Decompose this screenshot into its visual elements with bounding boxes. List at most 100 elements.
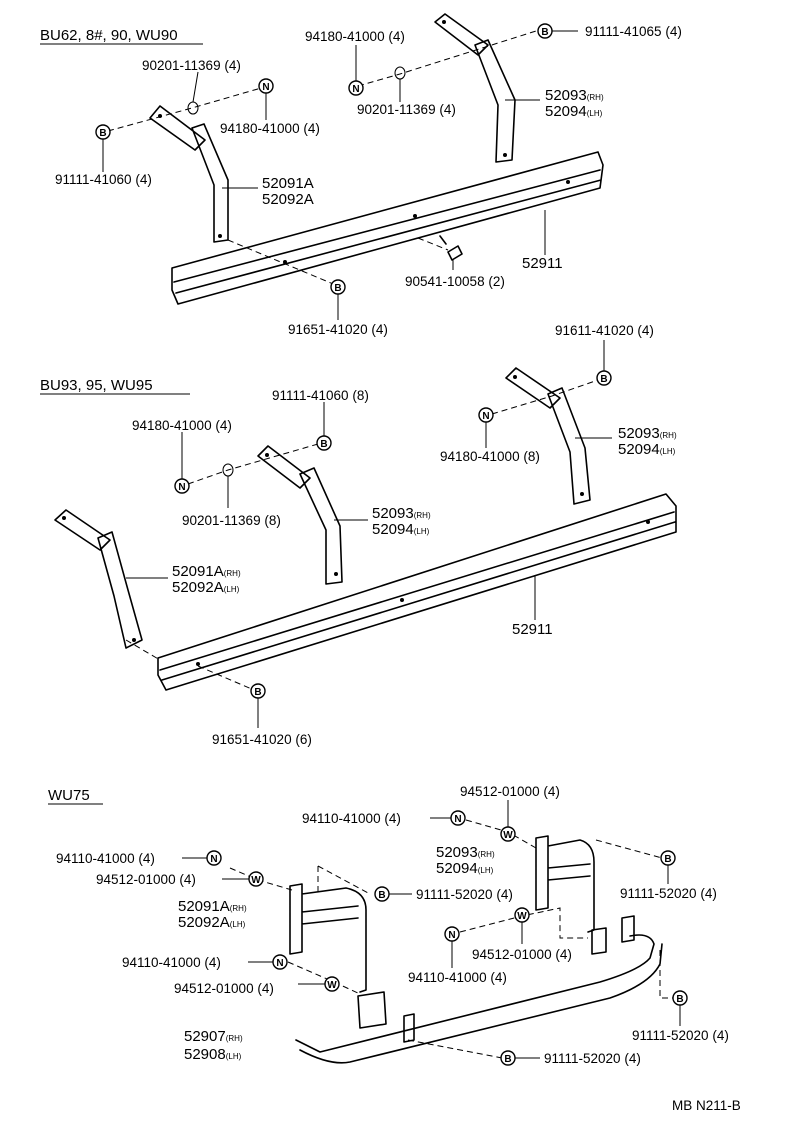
- svg-text:B: B: [254, 687, 261, 698]
- nut-symbol: N: [206, 850, 222, 866]
- dash-line: [287, 961, 361, 995]
- nut-symbol: N: [272, 954, 288, 970]
- bracket-hole: [334, 572, 338, 576]
- bolt-symbol: B: [374, 886, 390, 902]
- part-label: 52091A(RH): [178, 898, 247, 915]
- part-label: 91111-52020 (4): [632, 1028, 729, 1043]
- bolt-symbol: B: [660, 850, 676, 866]
- small-bolt: [439, 235, 463, 261]
- svg-text:B: B: [676, 994, 683, 1005]
- dash-line: [595, 839, 663, 859]
- part-label: 94512-01000 (4): [460, 784, 560, 799]
- rail-hole: [413, 214, 417, 218]
- dash-line: [125, 639, 161, 661]
- tab-plate: [403, 1013, 415, 1043]
- part-label: 52094(LH): [545, 103, 603, 120]
- rail-hole: [646, 520, 650, 524]
- part-label: 52092A(LH): [172, 579, 240, 596]
- svg-text:N: N: [482, 411, 489, 422]
- svg-text:B: B: [541, 27, 548, 38]
- dash-line: [659, 950, 674, 999]
- svg-text:N: N: [448, 930, 455, 941]
- part-label: 94512-01000 (4): [96, 872, 196, 887]
- bracket-left-s1: [149, 105, 229, 243]
- part-label: 91651-41020 (4): [288, 322, 388, 337]
- svg-text:B: B: [378, 890, 385, 901]
- step-rail-s2: [157, 493, 677, 691]
- section-3-header: WU75: [48, 787, 90, 804]
- part-label: 90201-11369 (4): [142, 58, 241, 73]
- section-3: WU75 N W B N W B W N N W B B: [48, 784, 729, 1066]
- bracket-hole: [580, 492, 584, 496]
- part-label: 91111-41060 (8): [272, 388, 369, 403]
- svg-text:B: B: [504, 1054, 511, 1065]
- part-label: 52093(RH): [545, 87, 604, 104]
- bolt-symbol: B: [316, 435, 332, 451]
- part-label: 91111-41060 (4): [55, 172, 152, 187]
- svg-text:W: W: [251, 875, 261, 886]
- part-label: 52093(RH): [618, 425, 677, 442]
- part-label: 94110-41000 (4): [122, 955, 221, 970]
- tab-plate: [621, 915, 635, 943]
- part-label: 91111-41065 (4): [585, 24, 682, 39]
- part-label: 94180-41000 (4): [305, 29, 405, 44]
- bracket-right-s2: [505, 367, 591, 505]
- part-label: 94180-41000 (4): [132, 418, 232, 433]
- part-label: 90201-11369 (8): [182, 513, 281, 528]
- part-label: 52911: [512, 621, 553, 638]
- part-label: 94110-41000 (4): [56, 851, 155, 866]
- svg-text:B: B: [99, 128, 106, 139]
- washer-part: [187, 101, 199, 115]
- section-2: BU93, 95, WU95 B B N N B: [40, 323, 677, 747]
- bracket-hole: [503, 153, 507, 157]
- part-label: 94180-41000 (8): [440, 449, 540, 464]
- footer-code: MB N211-B: [672, 1098, 741, 1113]
- svg-text:N: N: [210, 854, 217, 865]
- part-label: 52908(LH): [184, 1046, 242, 1063]
- nut-symbol: N: [174, 478, 190, 494]
- step-rail-s1: [171, 151, 604, 305]
- rail-hole: [400, 598, 404, 602]
- svg-text:W: W: [503, 830, 513, 841]
- part-label: 91111-52020 (4): [620, 886, 717, 901]
- rail-hole: [196, 662, 200, 666]
- part-label: 52911: [522, 255, 563, 272]
- part-label: 52093(RH): [372, 505, 431, 522]
- bolt-symbol: B: [596, 370, 612, 386]
- part-label: 94110-41000 (4): [302, 811, 401, 826]
- bracket-right-s1: [434, 13, 516, 163]
- part-label: 52092A: [262, 191, 314, 208]
- bracket-far-left-s2: [54, 509, 143, 649]
- washer-symbol: W: [500, 826, 516, 842]
- bolt-symbol: B: [250, 683, 266, 699]
- dash-line: [491, 379, 599, 415]
- washer-symbol: W: [324, 976, 340, 992]
- rail-hole: [566, 180, 570, 184]
- svg-text:B: B: [334, 283, 341, 294]
- part-label: 94110-41000 (4): [408, 970, 507, 985]
- nut-symbol: N: [450, 810, 466, 826]
- svg-text:B: B: [664, 854, 671, 865]
- part-label: 94512-01000 (4): [174, 981, 274, 996]
- svg-text:B: B: [600, 374, 607, 385]
- nut-symbol: N: [348, 80, 364, 96]
- bolt-symbol: B: [500, 1050, 516, 1066]
- section-2-header: BU93, 95, WU95: [40, 377, 153, 394]
- bracket-hole: [132, 638, 136, 642]
- part-label: 91611-41020 (4): [555, 323, 654, 338]
- svg-text:W: W: [327, 980, 337, 991]
- svg-text:N: N: [454, 814, 461, 825]
- part-label: 91651-41020 (6): [212, 732, 312, 747]
- part-label: 52907(RH): [184, 1028, 243, 1045]
- part-label: 52093(RH): [436, 844, 495, 861]
- part-label: 91111-52020 (4): [416, 887, 513, 902]
- bracket-hole: [442, 20, 446, 24]
- part-label: 52094(LH): [436, 860, 494, 877]
- tube-rail-s3: [295, 934, 663, 1064]
- section-1: BU62, 8#, 90, WU90 B N N B B: [40, 13, 682, 337]
- bolt-symbol: B: [330, 279, 346, 295]
- svg-text:N: N: [276, 958, 283, 969]
- washer-symbol: W: [248, 871, 264, 887]
- nut-symbol: N: [444, 926, 460, 942]
- frame-bracket-left-s3: [289, 883, 387, 1029]
